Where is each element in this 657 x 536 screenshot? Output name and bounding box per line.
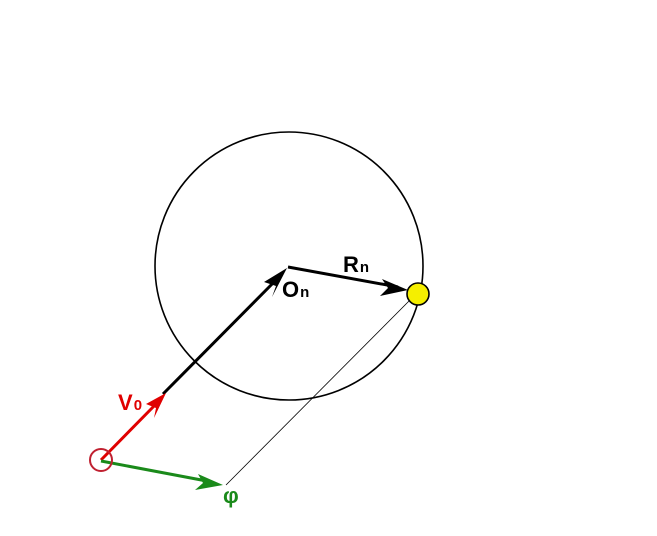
v0-vector [99, 393, 166, 462]
arrowhead-icon [195, 474, 223, 490]
guide-line [225, 297, 413, 486]
arrowhead-icon [146, 393, 166, 418]
label-phi: φ [223, 483, 239, 508]
phi-vector [100, 459, 223, 490]
position-vector [161, 268, 287, 396]
orbit-circle [154, 131, 424, 401]
orbit-point [406, 282, 430, 306]
label-rn: Rn [343, 252, 369, 277]
label-v0: V0 [118, 390, 142, 415]
arrowhead-icon [380, 279, 408, 296]
origin-marker [89, 448, 113, 472]
radius-vector [287, 265, 408, 296]
label-on: On [282, 277, 309, 302]
arrowhead-icon [264, 268, 287, 297]
